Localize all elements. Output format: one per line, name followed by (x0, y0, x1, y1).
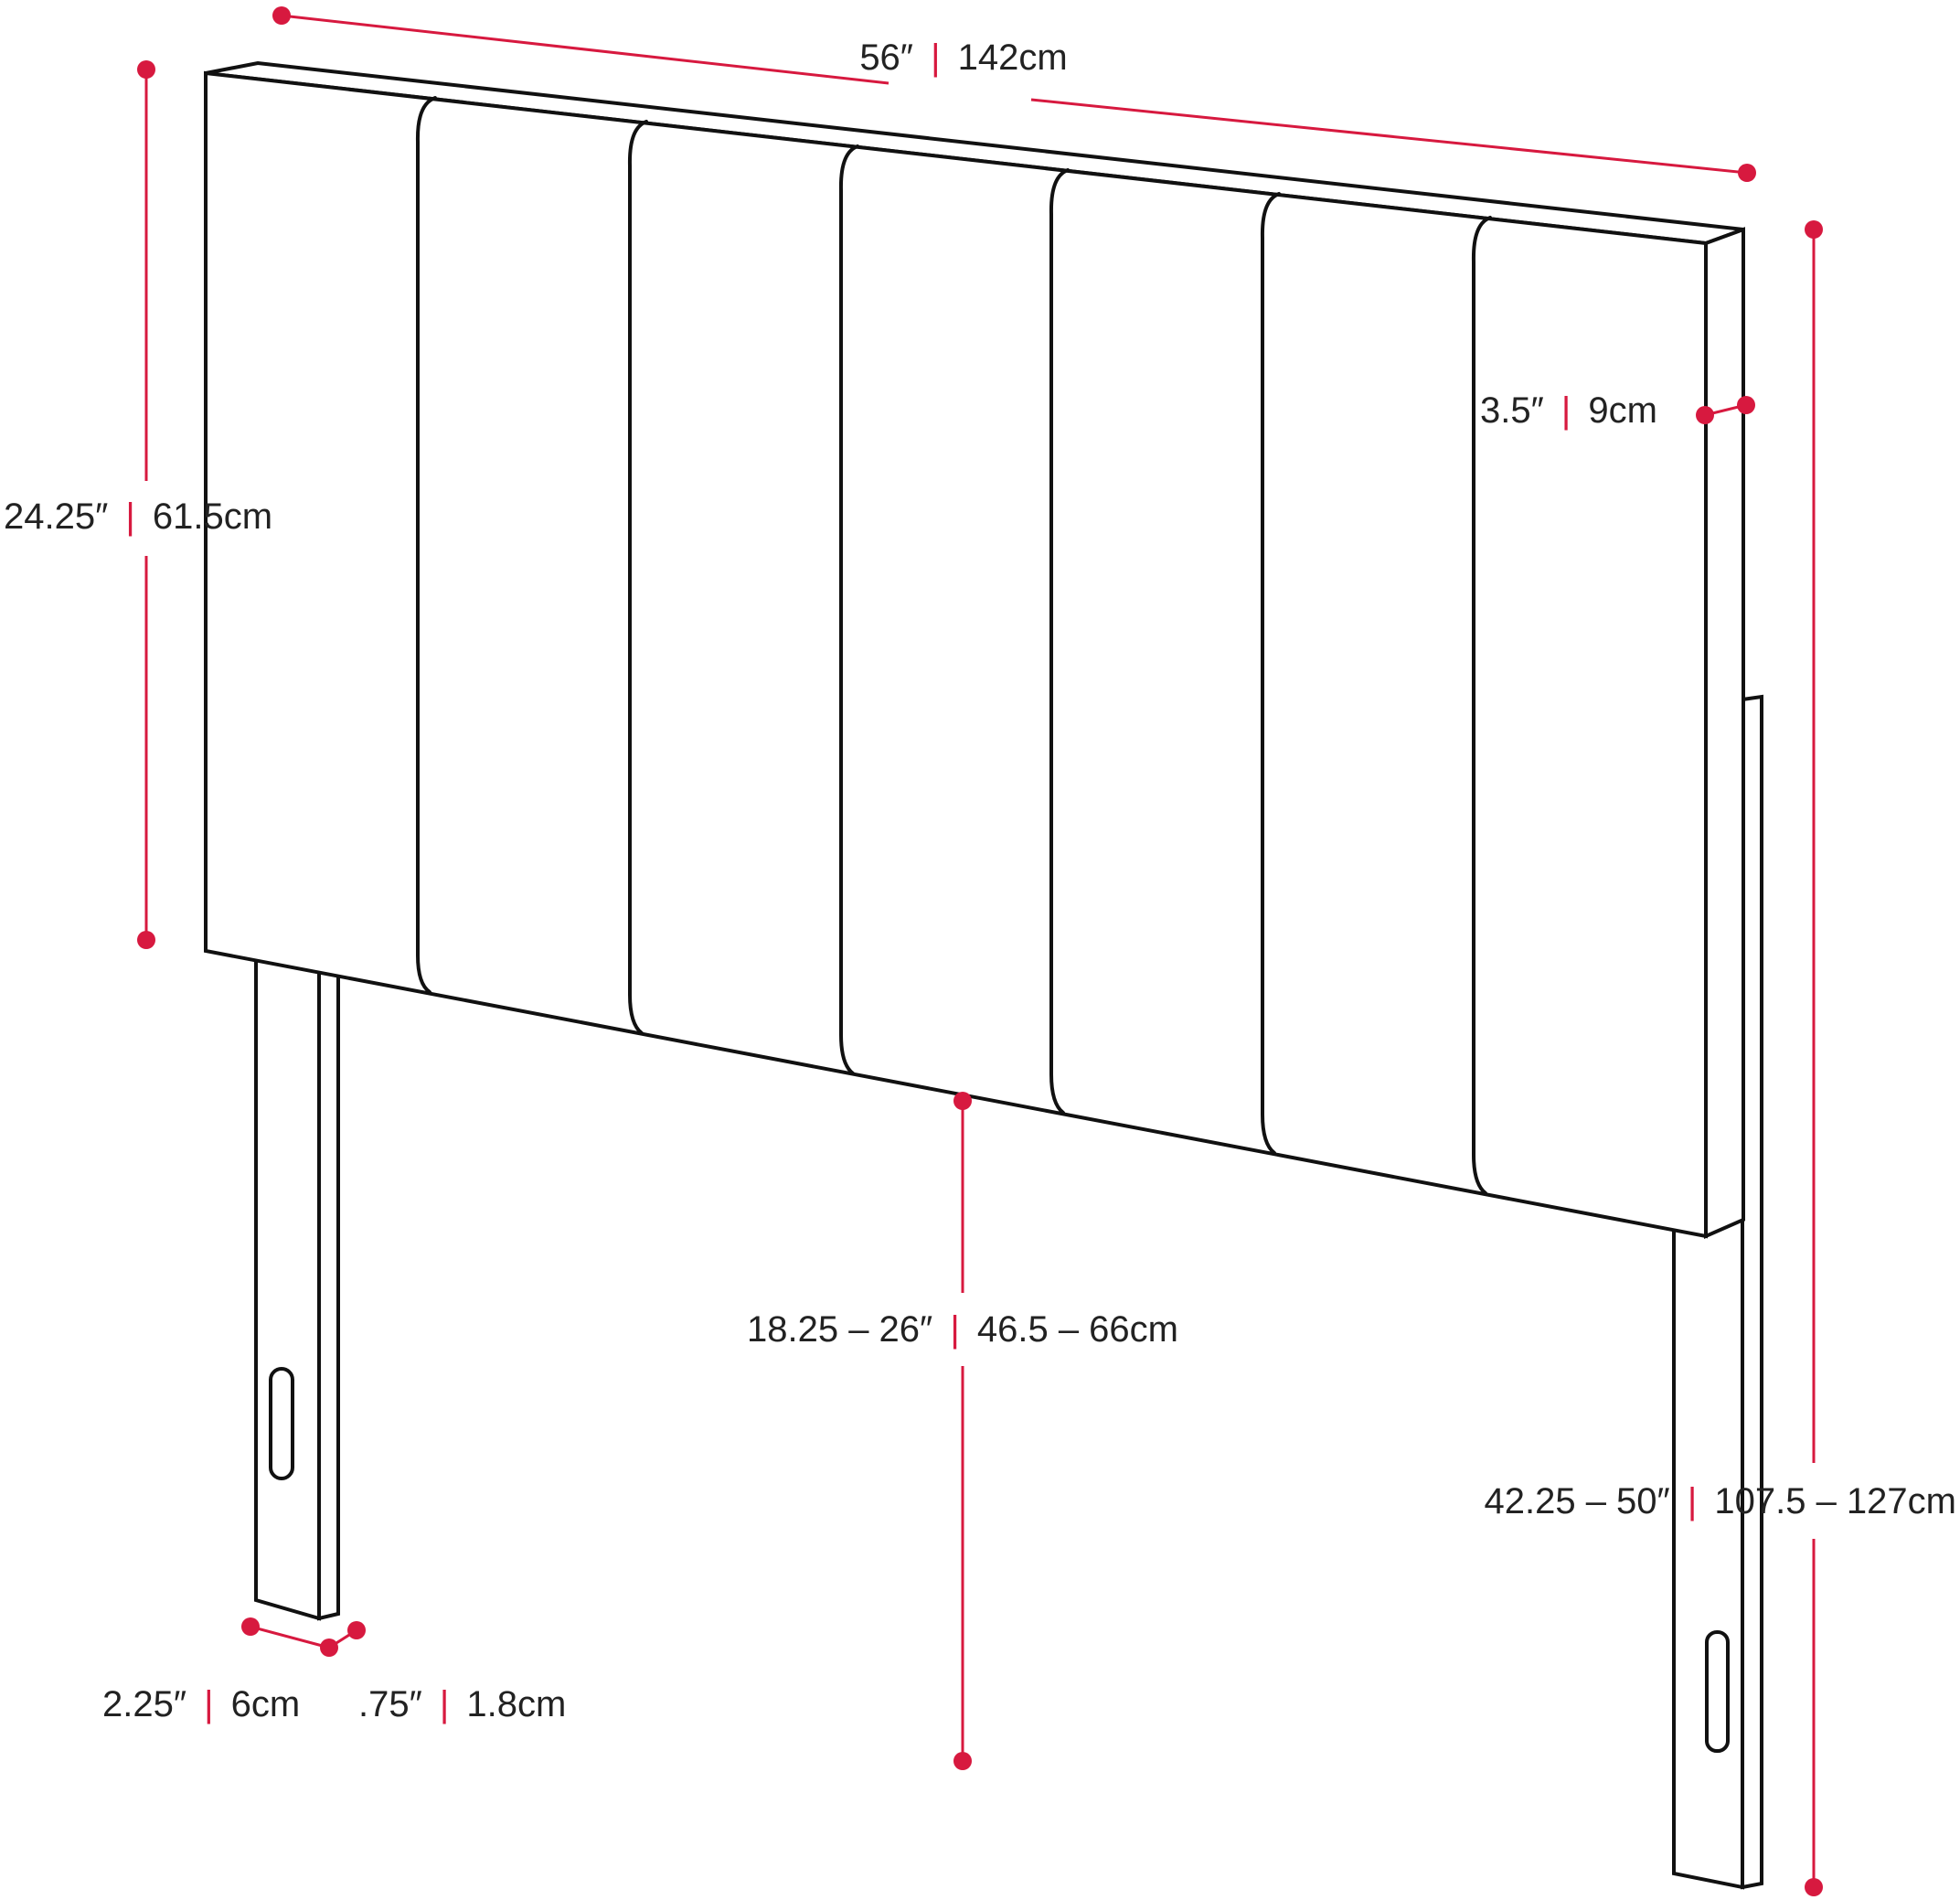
channel-seam (1260, 192, 1281, 1155)
width-label: 56″ | 142cm (859, 37, 1067, 78)
clearance-label: 18.25 – 26″ | 46.5 – 66cm (747, 1309, 1178, 1350)
dimension-total-height: 42.25 – 50″ | 107.5 – 127cm (1484, 220, 1956, 1896)
channel-seam (1049, 168, 1070, 1115)
dimension-clearance: 18.25 – 26″ | 46.5 – 66cm (747, 1092, 1178, 1770)
right-leg-slot (1705, 1630, 1730, 1753)
channel-seam (627, 120, 648, 1035)
channel-seam (1471, 216, 1492, 1195)
panel-front-face (204, 70, 1708, 1239)
left-leg (254, 948, 340, 1621)
dimension-depth: 3.5″ | 9cm (1480, 390, 1755, 431)
depth-label: 3.5″ | 9cm (1480, 390, 1657, 431)
dimension-width: 56″ | 142cm (272, 6, 1756, 182)
headboard-panel (204, 60, 1745, 1240)
left-leg-slot (269, 1367, 294, 1480)
leg-width-label: 2.25″ | 6cm (102, 1684, 300, 1724)
dimension-leg: 2.25″ | 6cm .75″ | 1.8cm (102, 1617, 566, 1724)
channel-seam (415, 96, 437, 994)
leg-depth-label: .75″ | 1.8cm (358, 1684, 566, 1724)
channel-seam (838, 144, 859, 1075)
panel-height-label: 24.25″ | 61.5cm (4, 496, 272, 537)
panel-side-face (1704, 227, 1745, 1240)
total-height-label: 42.25 – 50″ | 107.5 – 127cm (1484, 1481, 1956, 1521)
dimension-panel-height: 24.25″ | 61.5cm (4, 60, 272, 949)
